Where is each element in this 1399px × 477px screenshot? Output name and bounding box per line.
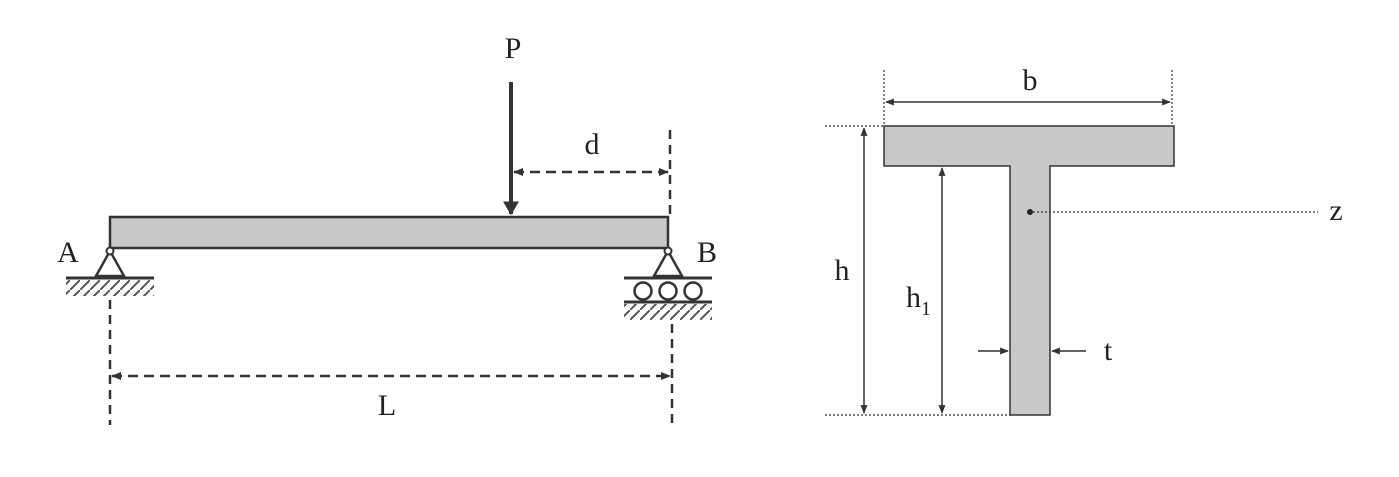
roller-2 (658, 281, 678, 301)
support-a-pin (66, 246, 154, 296)
support-a-label: A (57, 236, 79, 269)
flange-width-label: b (1023, 64, 1038, 97)
beam-diagram: P d A B L (57, 32, 717, 425)
web-height-label-subscript: 1 (921, 298, 931, 320)
section-diagram: b h h1 t z (825, 64, 1343, 416)
roller-3 (683, 281, 703, 301)
total-height-label: h (835, 254, 850, 287)
support-b-roller (624, 246, 712, 320)
t-section-shape (883, 125, 1175, 416)
support-a-ground-hatch (66, 280, 154, 296)
web-thickness-label: t (1104, 334, 1113, 367)
web-height-label-main: h (906, 281, 921, 314)
centroid-point (1027, 209, 1033, 215)
span-label: L (378, 389, 396, 422)
load-label: P (505, 32, 522, 65)
web-height-label: h1 (906, 281, 931, 320)
support-b-ground-hatch (624, 304, 712, 320)
roller-1 (633, 281, 653, 301)
support-b-label: B (697, 236, 717, 269)
load-offset-label: d (585, 128, 600, 161)
centroid-axis-label: z (1329, 194, 1342, 227)
beam (108, 215, 670, 250)
